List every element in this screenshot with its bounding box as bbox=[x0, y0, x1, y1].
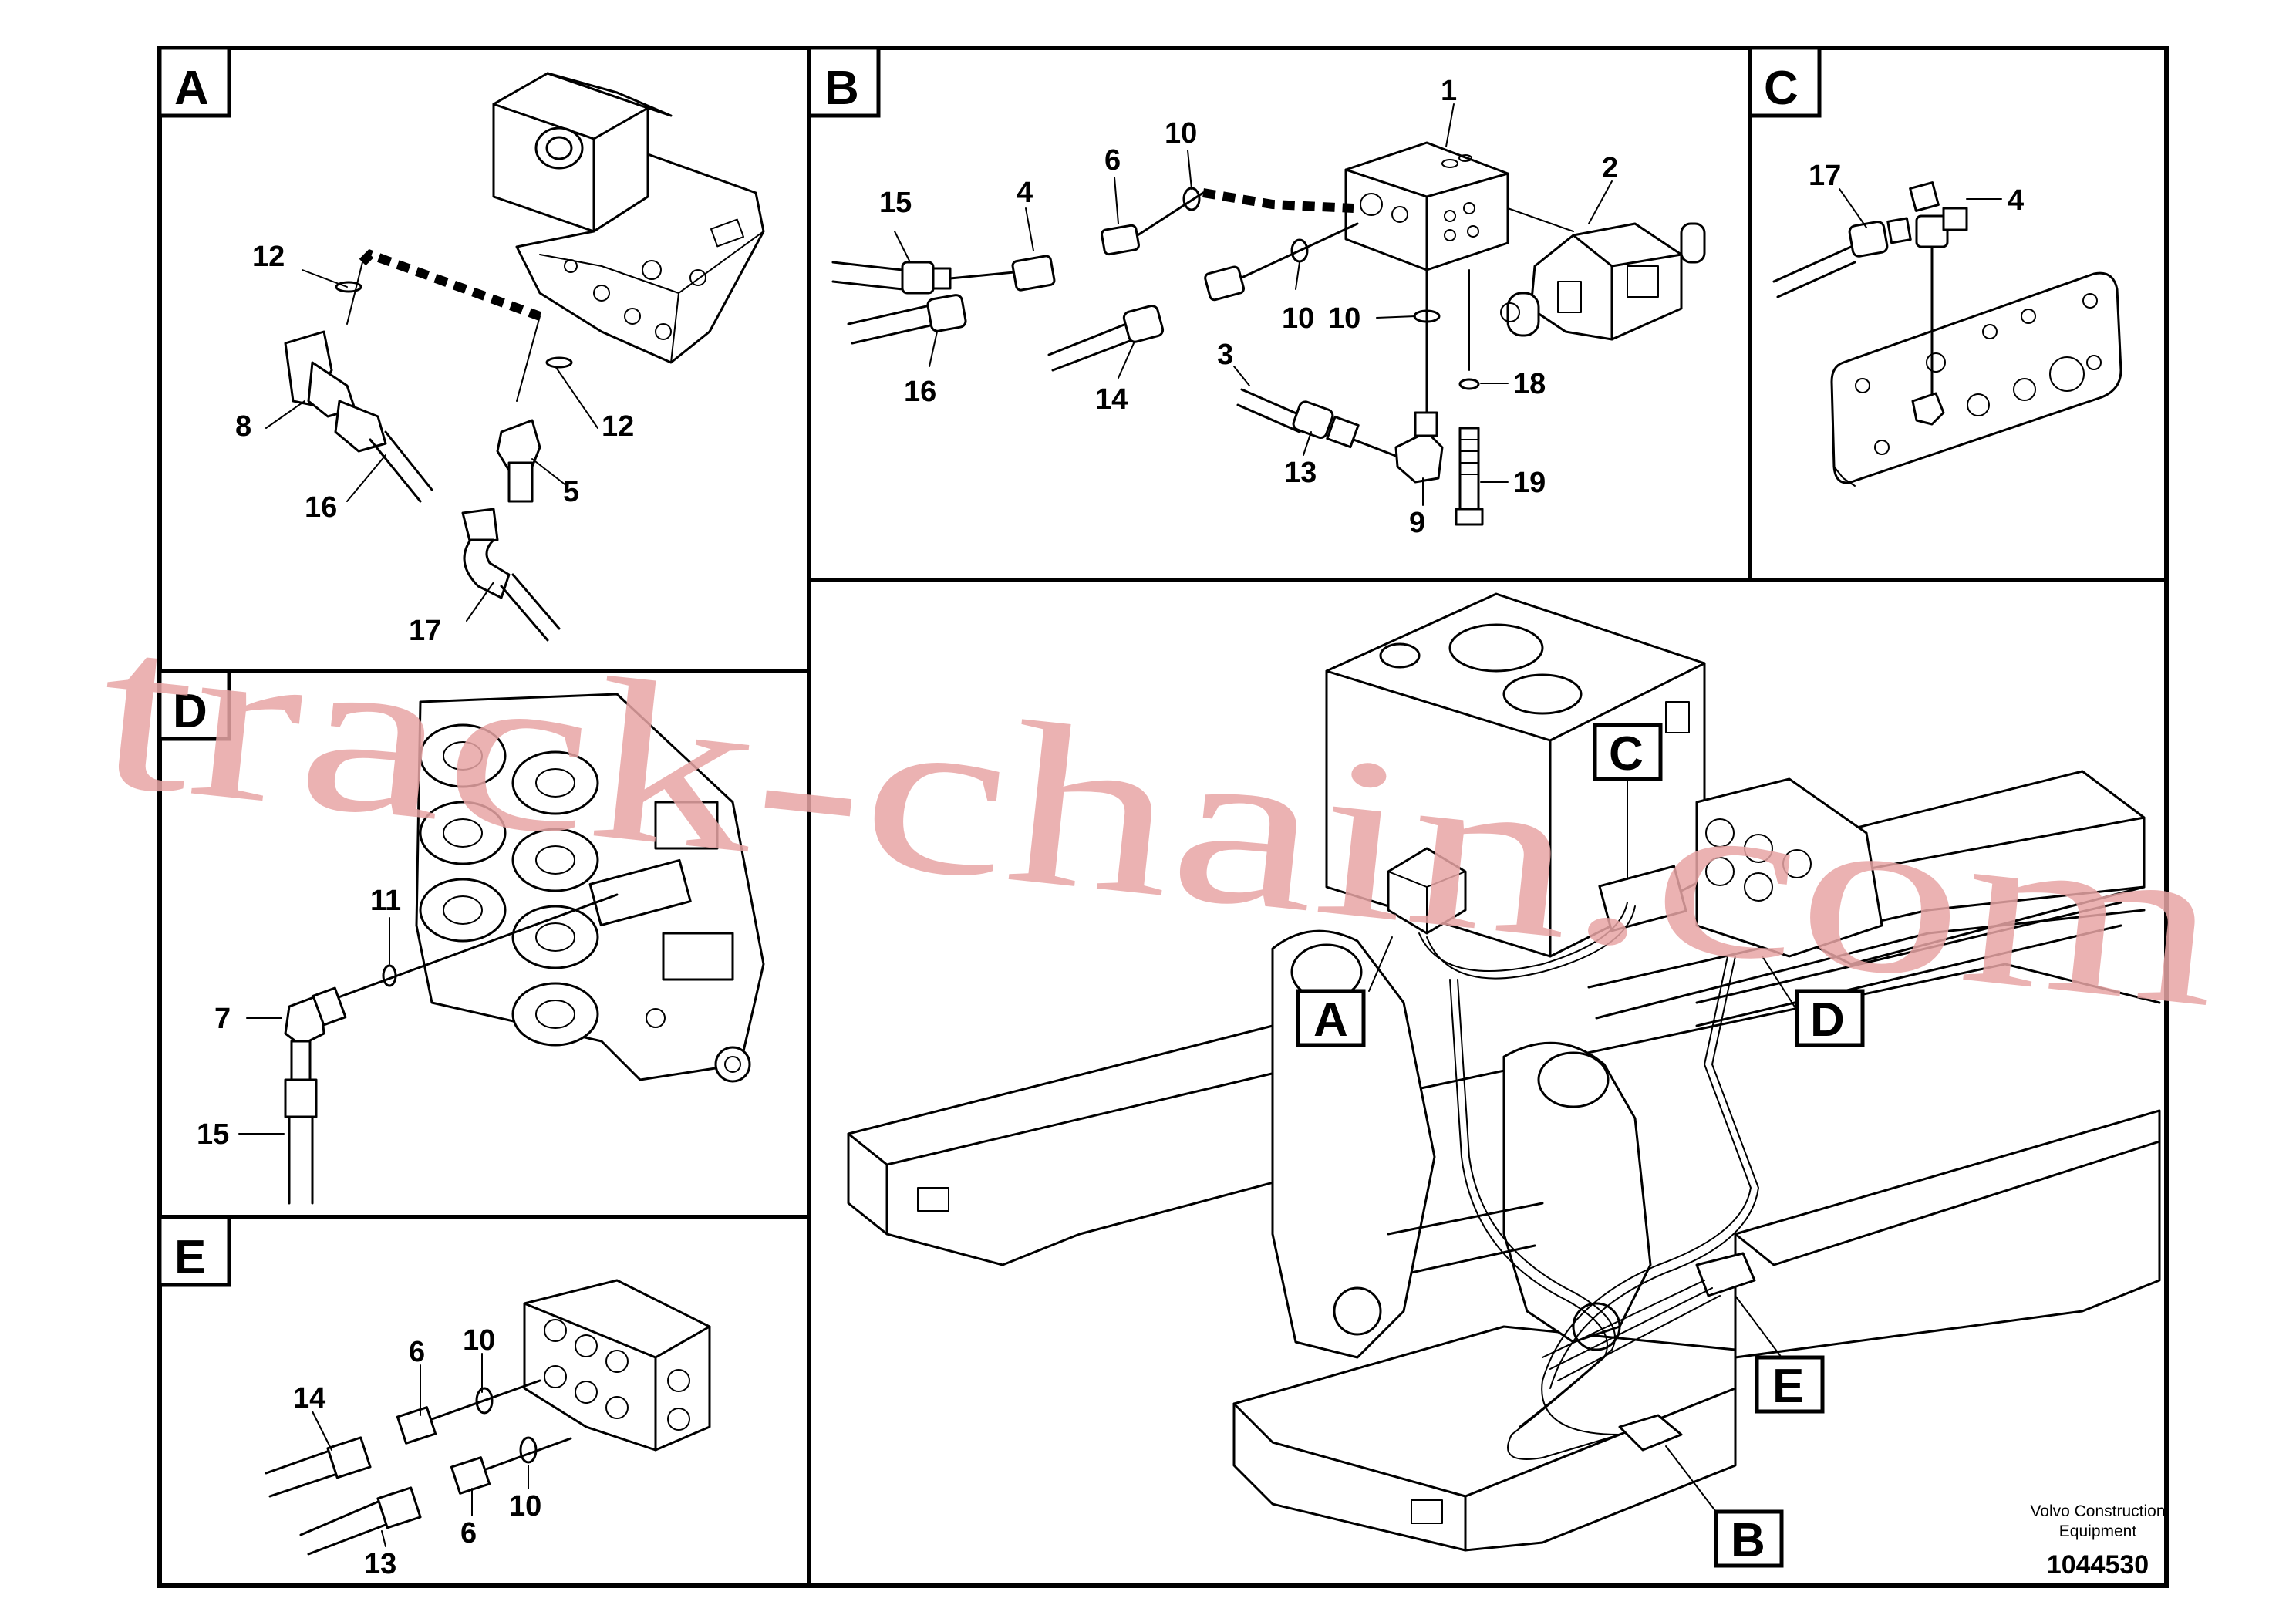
callout-e-13: 13 bbox=[364, 1548, 396, 1580]
panel-d: D bbox=[157, 669, 811, 1219]
valve-block-1-illustration bbox=[1344, 141, 1509, 271]
callout-c-4: 4 bbox=[2008, 184, 2024, 217]
panel-b-tag: B bbox=[824, 62, 859, 115]
overview-tag-a-box bbox=[1296, 989, 1366, 1047]
pilot-valve-overview bbox=[1387, 847, 1467, 935]
callout-b-14: 14 bbox=[1095, 383, 1128, 416]
callout-b-1: 1 bbox=[1441, 75, 1457, 107]
callout-e-6-upper: 6 bbox=[409, 1336, 425, 1368]
callout-d-15: 15 bbox=[197, 1118, 229, 1151]
callout-a-17: 17 bbox=[409, 615, 441, 647]
footer-company-line1: Volvo Construction bbox=[2030, 1502, 2165, 1520]
callout-b-10-top: 10 bbox=[1165, 117, 1197, 150]
overview-tag-b-box bbox=[1714, 1509, 1784, 1568]
callout-c-17: 17 bbox=[1809, 160, 1841, 192]
callout-b-6: 6 bbox=[1104, 144, 1121, 177]
panel-overview: C A D E B Volvo Construction Equipment 1… bbox=[807, 578, 2169, 1588]
callout-b-10-mid: 10 bbox=[1282, 302, 1314, 335]
panel-e-tag: E bbox=[174, 1231, 206, 1284]
distribution-block-e-illustration bbox=[523, 1279, 711, 1452]
callout-e-10-lower: 10 bbox=[509, 1490, 541, 1523]
callout-b-2: 2 bbox=[1602, 152, 1618, 184]
callout-e-14: 14 bbox=[293, 1382, 325, 1415]
callout-a-12-lower: 12 bbox=[602, 410, 634, 443]
panel-d-tag-box bbox=[157, 669, 231, 741]
overview-tag-d-box bbox=[1795, 989, 1865, 1047]
elbow-7-illustration bbox=[284, 986, 347, 1205]
panel-b: B bbox=[807, 46, 1752, 582]
pilot-hose-dashed-a bbox=[359, 249, 542, 321]
fitting-8-illustration bbox=[284, 281, 433, 503]
pilot-valve-illustration bbox=[492, 72, 765, 364]
callout-b-16: 16 bbox=[904, 376, 936, 408]
footer-drawing-number: 1044530 bbox=[2047, 1550, 2149, 1580]
panel-a-tag-box bbox=[157, 46, 231, 118]
pilot-hose-dashed-b bbox=[1202, 188, 1354, 213]
panel-c-tag: C bbox=[1764, 62, 1799, 115]
callout-b-13: 13 bbox=[1284, 457, 1317, 489]
overview-tag-e-box bbox=[1755, 1355, 1825, 1414]
callout-b-18: 18 bbox=[1513, 368, 1546, 400]
overview-tag-a: A bbox=[1313, 993, 1348, 1047]
callout-b-19: 19 bbox=[1513, 467, 1546, 499]
callout-b-15: 15 bbox=[879, 187, 912, 219]
panel-a-tag: A bbox=[174, 62, 209, 115]
panel-a: A bbox=[157, 46, 811, 673]
callout-a-8: 8 bbox=[235, 410, 251, 443]
callout-d-7: 7 bbox=[214, 1003, 231, 1035]
panel-c-tag-box bbox=[1748, 46, 1822, 118]
callout-a-12-upper: 12 bbox=[252, 241, 285, 273]
footer-company-line2: Equipment bbox=[2059, 1523, 2137, 1540]
fitting-5-17-illustration bbox=[461, 356, 573, 642]
panel-e: E 14 6 10 10 6 bbox=[157, 1215, 811, 1588]
overview-tag-c-box bbox=[1593, 723, 1663, 781]
overview-tag-e: E bbox=[1772, 1360, 1804, 1413]
panel-b-tag-box bbox=[807, 46, 881, 118]
overview-tag-d: D bbox=[1810, 993, 1845, 1047]
callout-b-3: 3 bbox=[1217, 339, 1233, 371]
panel-e-tag-box bbox=[157, 1215, 231, 1287]
panel-d-tag: D bbox=[173, 685, 207, 738]
callout-b-10-right: 10 bbox=[1328, 302, 1360, 335]
panel-c: C 17 4 bbox=[1748, 46, 2169, 582]
callout-a-5: 5 bbox=[563, 476, 579, 508]
callout-b-9: 9 bbox=[1409, 507, 1425, 539]
control-valve-overview bbox=[1695, 777, 1883, 958]
overview-tag-c: C bbox=[1609, 727, 1644, 781]
overview-tag-b: B bbox=[1731, 1514, 1765, 1567]
callout-a-16: 16 bbox=[305, 491, 337, 524]
callout-e-10-upper: 10 bbox=[463, 1324, 495, 1357]
callout-d-11: 11 bbox=[370, 885, 401, 917]
solenoid-valve-2-illustration bbox=[1500, 222, 1706, 341]
callout-e-6-lower: 6 bbox=[460, 1517, 477, 1549]
mounting-plate-illustration bbox=[1830, 271, 2122, 487]
control-valve-stack-illustration bbox=[415, 693, 765, 1083]
callout-b-4: 4 bbox=[1017, 177, 1033, 209]
upper-frame-illustration bbox=[847, 770, 2161, 1552]
